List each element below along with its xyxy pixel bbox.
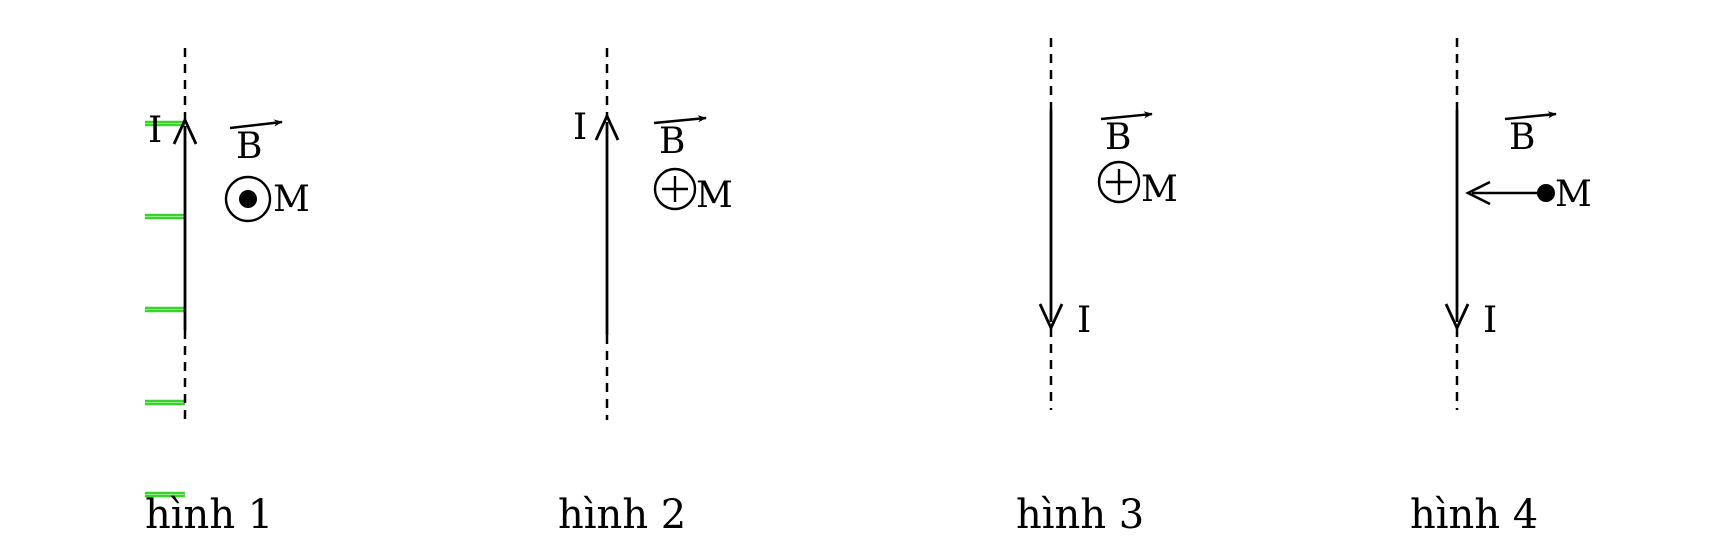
current-label: I [1483,300,1497,341]
point-label: M [1141,169,1178,210]
field-into-page-icon [653,167,697,211]
green-ruler-marks [145,120,185,498]
vector-arrow-over-b [1504,111,1557,121]
field-into-page-icon [1097,160,1141,204]
figure-1: I B M hình 1 [145,48,310,538]
field-label: B [1105,117,1131,158]
current-label: I [148,110,162,151]
current-arrow-up [594,112,620,141]
field-label: B [236,126,262,167]
field-out-of-page-icon [224,175,272,223]
field-label: B [659,121,685,162]
figure-2: I B M hình 2 [558,48,733,538]
figure-caption: hình 4 [1410,492,1538,538]
current-label: I [573,107,587,148]
current-label: I [1077,300,1091,341]
current-arrow-up [172,116,198,145]
vector-arrow-over-b [653,115,707,125]
figure-caption: hình 1 [145,492,273,538]
point-m-dot [1537,184,1555,202]
point-label: M [1555,174,1592,215]
figure-caption: hình 2 [558,492,686,538]
figure-3: I B M hình 3 [1016,38,1178,538]
point-label: M [273,179,310,220]
figure-4: I B M hình 4 [1410,38,1592,538]
vector-arrow-over-b [229,119,283,130]
field-leftward-arrow-icon [1465,180,1546,206]
point-label: M [696,175,733,216]
figure-caption: hình 3 [1016,492,1144,538]
vector-arrow-over-b [1100,111,1153,121]
field-label: B [1509,117,1535,158]
